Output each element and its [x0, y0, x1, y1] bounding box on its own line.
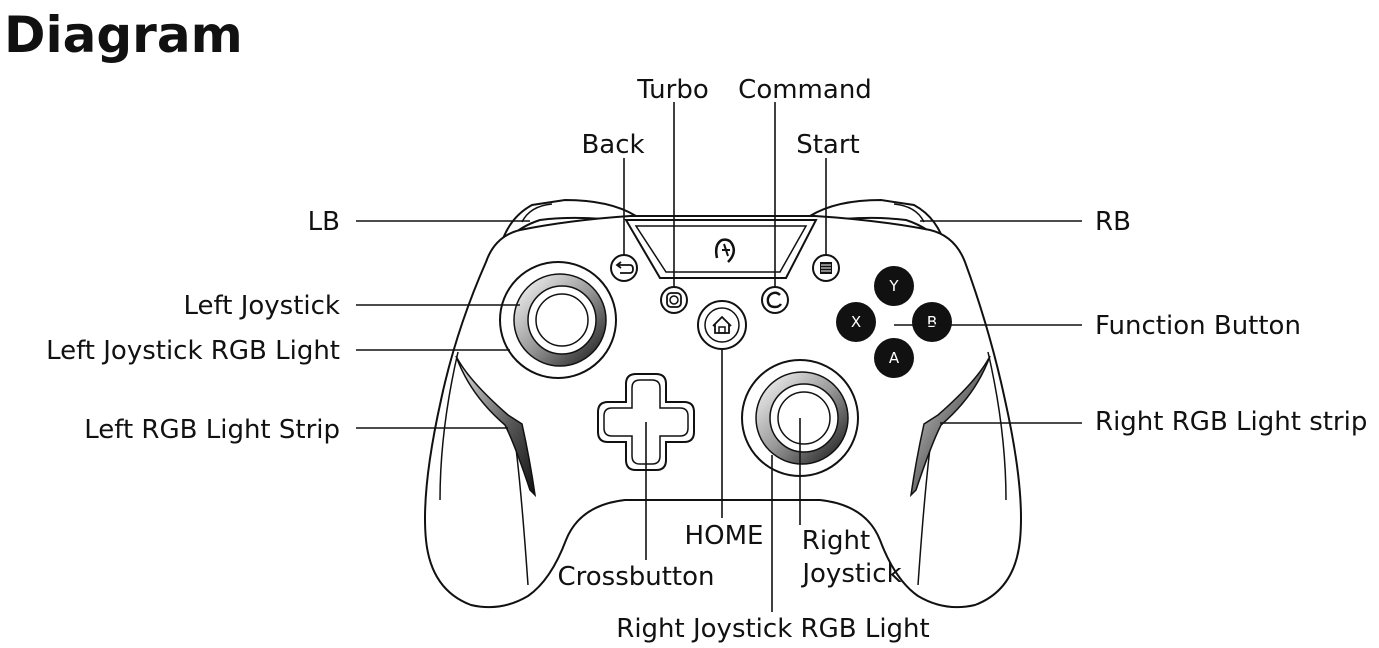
- label-lb: LB: [308, 207, 340, 237]
- command-c-icon: [766, 291, 782, 309]
- turbo-button[interactable]: [660, 286, 688, 314]
- label-start: Start: [796, 130, 860, 160]
- turbo-icon: [666, 292, 682, 308]
- left-rgb-light-strip: [455, 355, 537, 498]
- label-right-joystick-rgb: Right Joystick RGB Light: [616, 614, 929, 644]
- right-joystick[interactable]: [741, 359, 859, 477]
- brand-logo-icon: [714, 238, 736, 263]
- leader-lines: [356, 102, 1082, 612]
- label-crossbutton: Crossbutton: [557, 562, 714, 592]
- svg-text:B: B: [927, 313, 937, 331]
- page-title: Diagram: [4, 6, 243, 64]
- svg-text:Y: Y: [888, 277, 899, 295]
- face-button-x[interactable]: X: [836, 302, 876, 342]
- home-house-icon: [712, 315, 732, 334]
- top-panel: [624, 219, 818, 279]
- start-menu-icon: [820, 262, 832, 274]
- back-arrow-icon: [615, 261, 634, 274]
- label-rb: RB: [1095, 207, 1131, 237]
- back-button[interactable]: [610, 254, 638, 282]
- right-rgb-light-strip: [909, 355, 991, 498]
- label-function-button: Function Button: [1095, 311, 1301, 341]
- command-button[interactable]: [761, 286, 789, 314]
- label-left-rgb-strip: Left RGB Light Strip: [84, 415, 340, 445]
- label-left-joystick: Left Joystick: [184, 291, 340, 321]
- label-home: HOME: [685, 521, 764, 551]
- label-left-joystick-rgb: Left Joystick RGB Light: [46, 336, 340, 366]
- label-right-joystick-2: Joystick: [800, 559, 901, 589]
- left-joystick[interactable]: [499, 261, 617, 379]
- face-button-b[interactable]: B: [912, 302, 952, 342]
- start-button[interactable]: [812, 254, 840, 282]
- label-right-rgb-strip: Right RGB Light strip: [1095, 407, 1367, 437]
- label-back: Back: [581, 130, 644, 160]
- label-command: Command: [738, 75, 872, 105]
- right-grip-line: [987, 351, 1007, 501]
- face-button-y[interactable]: Y: [874, 266, 914, 306]
- home-button[interactable]: [697, 300, 747, 350]
- svg-text:A: A: [889, 349, 900, 367]
- label-turbo: Turbo: [636, 75, 709, 105]
- face-button-a[interactable]: A: [874, 338, 914, 378]
- label-right-joystick-1: Right: [802, 526, 870, 556]
- svg-text:X: X: [851, 313, 861, 331]
